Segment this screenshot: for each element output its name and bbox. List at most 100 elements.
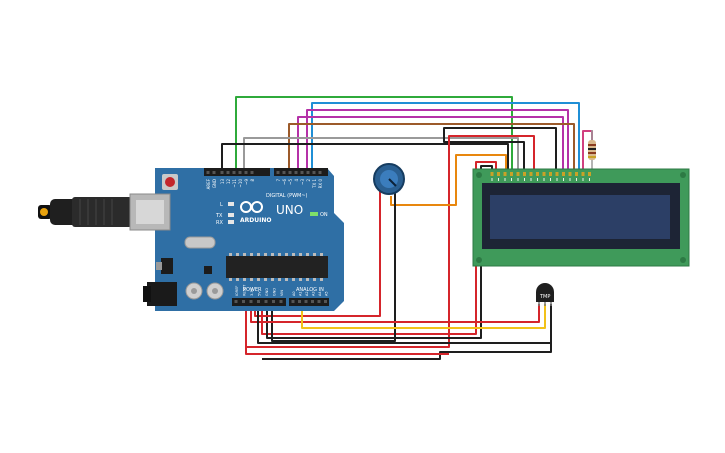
wire-magenta-2[interactable]	[297, 116, 564, 176]
resistor[interactable]	[588, 130, 596, 172]
lcd-pin[interactable]	[588, 172, 591, 176]
lcd-pin[interactable]	[555, 172, 559, 176]
wire-orange-pot[interactable]	[390, 154, 507, 206]
analog-pin[interactable]	[317, 300, 321, 303]
power-pin-label: GND	[265, 288, 269, 296]
top-pin-label: 12	[226, 179, 231, 185]
analog-pin[interactable]	[291, 300, 295, 303]
atmega-chip	[226, 256, 328, 278]
potentiometer[interactable]	[373, 163, 405, 195]
wire-blue[interactable]	[311, 102, 580, 176]
top-pin-label: AREF	[206, 178, 211, 189]
analog-pin[interactable]	[324, 300, 327, 303]
power-pin-label: 5V	[258, 291, 262, 296]
top-pin-label: ~3	[300, 179, 305, 185]
top-pin[interactable]	[312, 171, 316, 174]
wire-green[interactable]	[235, 96, 513, 176]
lcd-pin[interactable]	[581, 172, 585, 176]
led-tx-label: TX	[215, 213, 223, 219]
lcd-pin[interactable]	[510, 172, 513, 176]
top-pin[interactable]	[238, 171, 242, 174]
power-pin[interactable]	[272, 300, 275, 303]
wire-black-pot[interactable]	[271, 186, 396, 342]
lcd-pin[interactable]	[503, 172, 507, 176]
wire-brown[interactable]	[288, 123, 575, 176]
wire-red-tmp[interactable]	[250, 304, 540, 323]
power-pin-label: VIN	[280, 290, 284, 296]
power-pin[interactable]	[234, 300, 238, 303]
power-pin[interactable]	[279, 300, 283, 303]
top-pin[interactable]	[288, 171, 292, 174]
lcd-pin-mark	[543, 178, 545, 181]
lcd-pin-mark	[556, 178, 558, 181]
top-pin[interactable]	[206, 171, 210, 174]
power-pin[interactable]	[257, 300, 260, 303]
chip-pin	[271, 253, 274, 256]
lcd-pin[interactable]	[575, 172, 578, 176]
top-pin[interactable]	[282, 171, 286, 174]
tmp-sensor[interactable]: TMP	[536, 283, 554, 306]
analog-pin[interactable]	[311, 300, 314, 303]
chip-pin	[292, 278, 295, 281]
lcd-pin[interactable]	[536, 172, 539, 176]
power-pin[interactable]	[249, 300, 253, 303]
wire-black-tmp-2[interactable]	[262, 343, 552, 360]
top-pin[interactable]	[232, 171, 236, 174]
top-pin[interactable]	[306, 171, 310, 174]
lcd-pin[interactable]	[490, 172, 494, 176]
top-pin[interactable]	[318, 171, 322, 174]
chip-pin	[264, 278, 267, 281]
lcd-pin-mark	[569, 178, 571, 181]
wire-gray[interactable]	[243, 137, 519, 176]
top-pin[interactable]	[276, 171, 280, 174]
lcd-pin[interactable]	[516, 172, 520, 176]
header-analog	[289, 298, 329, 306]
chip-pin	[313, 278, 316, 281]
wire-black-top[interactable]	[221, 143, 509, 176]
lcd-pin[interactable]	[523, 172, 526, 176]
power-pin[interactable]	[242, 300, 245, 303]
top-pin[interactable]	[244, 171, 248, 174]
chip-pin	[320, 253, 323, 256]
lcd-pin[interactable]	[529, 172, 533, 176]
lcd-pin-mark	[550, 178, 551, 181]
top-pin[interactable]	[220, 171, 224, 174]
wire-yellow-tmp[interactable]	[301, 304, 546, 329]
top-pin[interactable]	[250, 171, 254, 174]
lcd-pin[interactable]	[549, 172, 552, 176]
chip-pin	[243, 253, 246, 256]
led-on	[310, 212, 318, 216]
wire-black-tmp[interactable]	[257, 304, 552, 344]
top-pin[interactable]	[212, 171, 216, 174]
top-pin-label: 2	[306, 179, 311, 182]
wire-red-lcd[interactable]	[245, 135, 535, 348]
top-pin-label: 8	[250, 179, 255, 182]
lcd-pin[interactable]	[497, 172, 500, 176]
analog-pin[interactable]	[298, 300, 301, 303]
dc-jack[interactable]	[147, 282, 177, 306]
lcd-pin[interactable]	[568, 172, 572, 176]
power-pin[interactable]	[264, 300, 268, 303]
lcd-pin[interactable]	[542, 172, 546, 176]
chip-pin	[306, 278, 309, 281]
arduino-uno[interactable]: L TX RX ON ARDUINO UNO DIGITAL (PWM~) AN…	[129, 168, 344, 311]
analog-pin[interactable]	[304, 300, 308, 303]
top-pin[interactable]	[226, 171, 230, 174]
lcd-pin-mark	[524, 178, 525, 181]
lcd-16x2[interactable]	[472, 168, 690, 267]
led-on-label: ON	[320, 212, 328, 218]
top-pin[interactable]	[300, 171, 304, 174]
top-pin[interactable]	[294, 171, 298, 174]
lcd-pin-row	[490, 172, 591, 181]
lcd-pin[interactable]	[562, 172, 565, 176]
chip-pin	[313, 253, 316, 256]
chip-pin	[236, 278, 239, 281]
wire-red-bottom[interactable]	[245, 347, 449, 355]
chip-pin	[278, 253, 281, 256]
wire-black-lcd[interactable]	[443, 127, 557, 172]
top-pin-label: 4	[294, 179, 299, 182]
lcd-pin-mark	[537, 178, 538, 181]
chip-pin	[278, 278, 281, 281]
chip-pin	[250, 278, 253, 281]
